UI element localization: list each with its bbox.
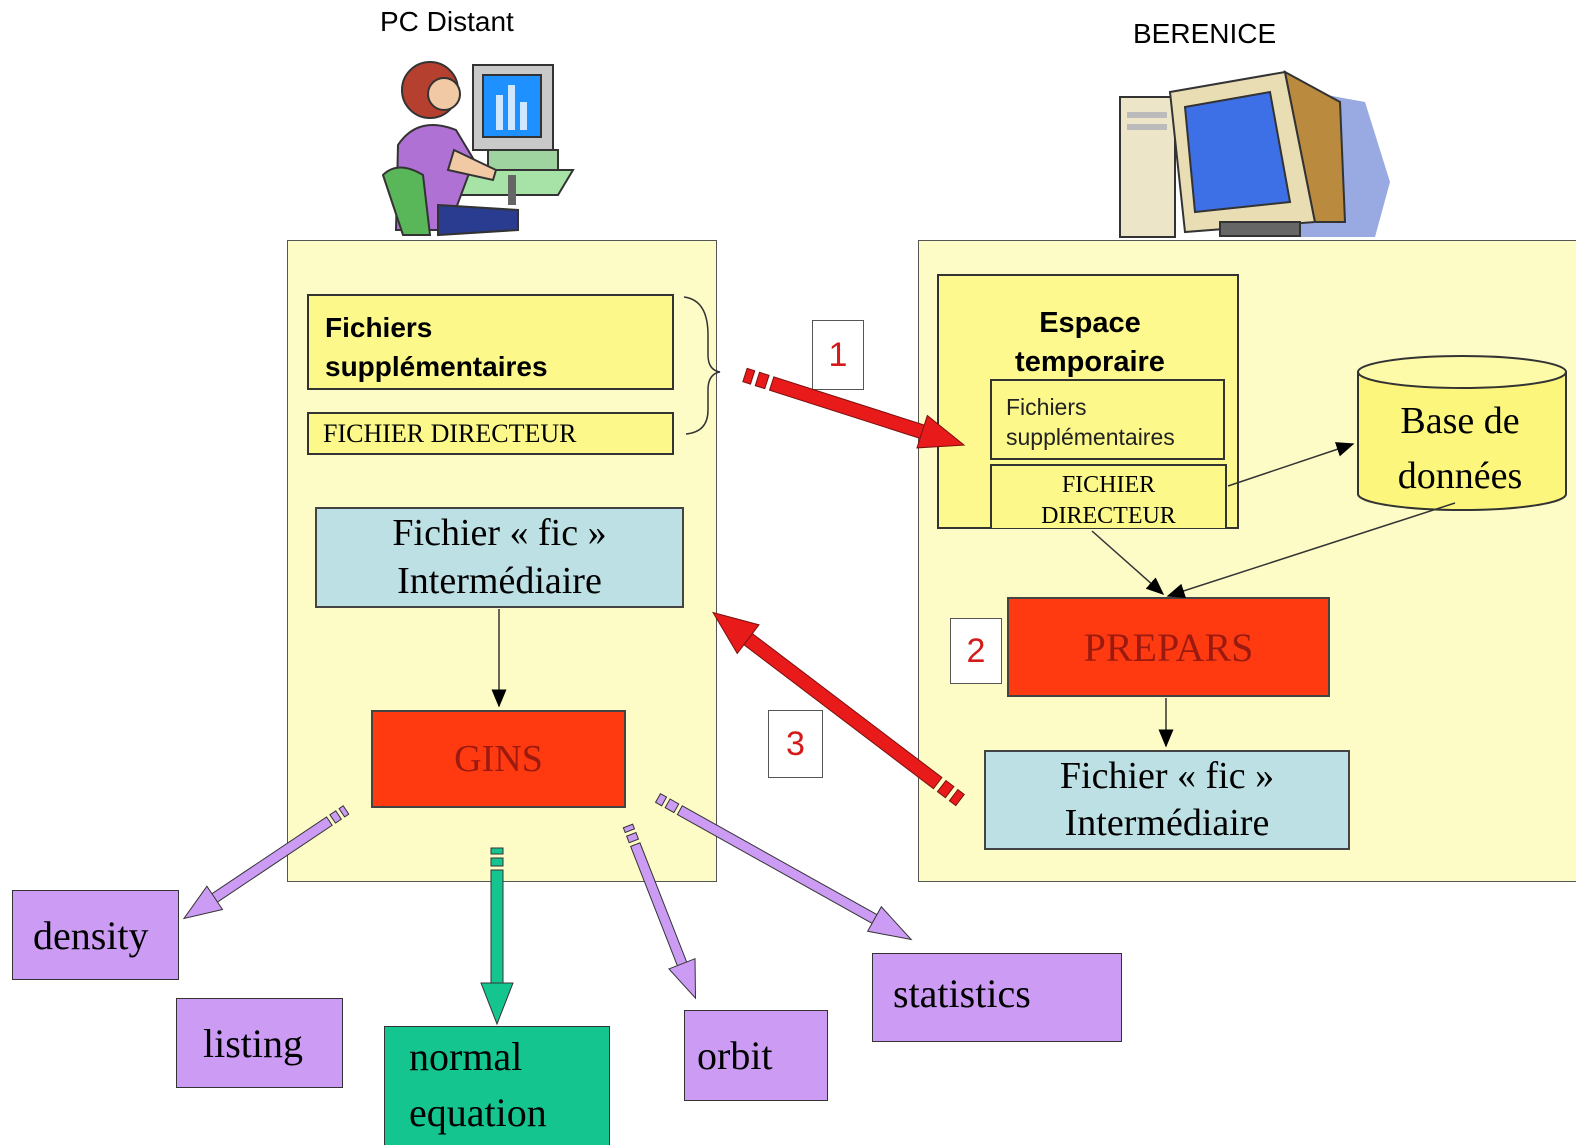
pc-fic-file-box: Fichier « fic » Intermédiaire [315, 507, 684, 608]
database-label-line2: données [1397, 455, 1523, 498]
normal-equation-line1: normal [409, 1034, 523, 1079]
orbit-label: orbit [697, 1033, 773, 1078]
step-2-label: 2 [950, 618, 1002, 684]
ber-extra-files-box: Fichiers supplémentaires [990, 379, 1225, 460]
pc-fic-label-line2: Intermédiaire [397, 559, 602, 602]
output-arrow-density [182, 805, 350, 920]
temp-space-title-line2: temporaire [1015, 346, 1165, 379]
gins-label: GINS [454, 738, 543, 780]
pc-extra-files-label: Fichiers supplémentaires [325, 312, 548, 383]
statistics-label: statistics [893, 971, 1031, 1016]
computer-icon [1119, 70, 1390, 238]
ber-director-line2: DIRECTEUR [1041, 503, 1176, 530]
pc-director-file-label: FICHIER DIRECTEUR [323, 418, 577, 448]
berenice-title: BERENICE [1133, 18, 1277, 49]
pc-fic-label-line1: Fichier « fic » [392, 512, 607, 554]
listing-output-box: listing [176, 998, 343, 1088]
director-to-database-connector [1227, 442, 1355, 487]
database-label-line1: Base de [1400, 400, 1520, 442]
statistics-output-box: statistics [872, 953, 1122, 1042]
ber-extra-files-line2: supplémentaires [1006, 423, 1175, 450]
database-icon [1357, 355, 1567, 511]
step-1-label: 1 [812, 320, 864, 390]
ber-director-file-box: FICHIER DIRECTEUR [990, 464, 1227, 529]
listing-label: listing [203, 1020, 304, 1066]
file-group-brace [683, 296, 721, 435]
normal-equation-line2: equation [409, 1090, 547, 1135]
normal-equation-output-box: normal equation [384, 1026, 610, 1145]
density-label: density [33, 912, 149, 958]
transfer-arrow-1 [742, 367, 966, 449]
person-at-computer-icon [381, 61, 575, 237]
ber-fic-label-line1: Fichier « fic » [1059, 754, 1275, 797]
temp-space-title-line1: Espace [1039, 307, 1141, 339]
pc-distant-title: PC Distant [380, 6, 514, 37]
output-arrow-normal-equation [480, 847, 514, 1026]
database-label: Base de données [1360, 394, 1560, 504]
ber-extra-files-line1: Fichiers [1006, 394, 1087, 420]
ber-director-line1: FICHIER [1061, 472, 1156, 498]
director-to-prepars-connector [1091, 530, 1165, 595]
density-output-box: density [12, 890, 179, 980]
orbit-output-box: orbit [684, 1010, 828, 1101]
output-arrow-orbit [622, 823, 697, 1000]
prepars-label: PREPARS [1083, 624, 1254, 670]
transfer-arrow-3 [712, 611, 965, 807]
pc-extra-files-box: Fichiers supplémentaires [307, 294, 674, 390]
output-arrow-statistics [654, 792, 913, 941]
temp-space-title: Espace temporaire [980, 304, 1200, 382]
gins-box: GINS [371, 710, 626, 808]
prepars-box: PREPARS [1007, 597, 1330, 697]
database-to-prepars-connector [1166, 502, 1456, 599]
ber-fic-label-line2: Intermédiaire [1064, 802, 1270, 844]
step-3-label: 3 [768, 710, 823, 778]
ber-fic-file-box: Fichier « fic » Intermédiaire [984, 750, 1350, 850]
pc-director-file-box: FICHIER DIRECTEUR [307, 412, 674, 455]
